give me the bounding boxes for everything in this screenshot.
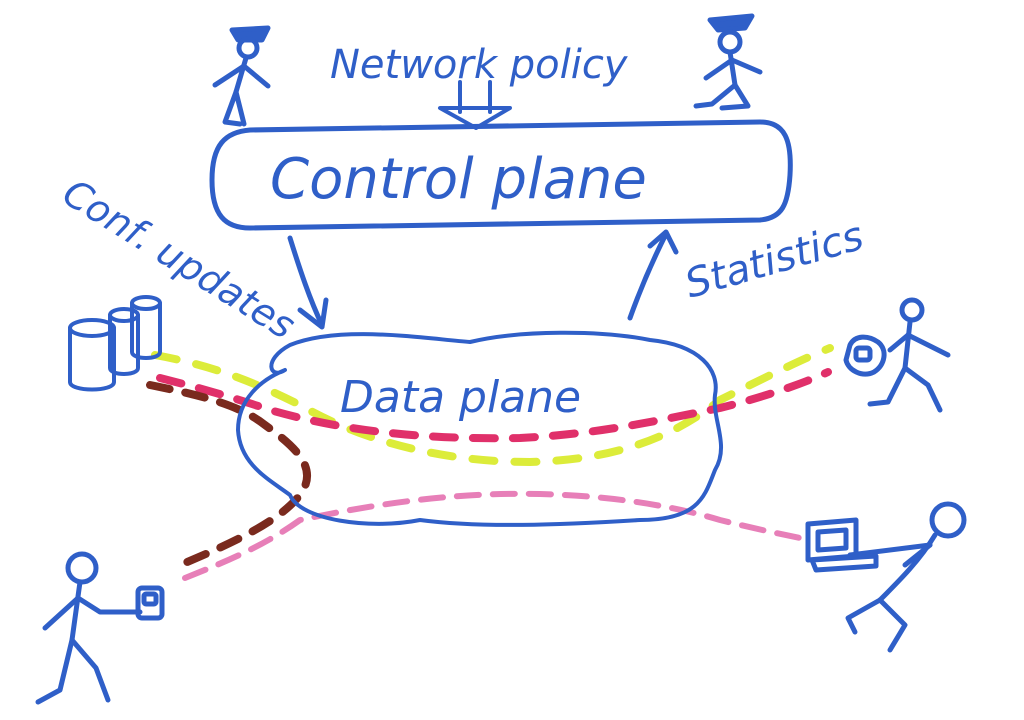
policy-arrows-icon (438, 80, 512, 130)
laptop-user-figure (805, 501, 967, 653)
network-policy-label: Network policy (330, 42, 629, 88)
conf-updates-arrow-icon (287, 235, 329, 330)
control-plane-box (209, 119, 793, 231)
brown-link (146, 381, 312, 569)
phone-user-figure (35, 551, 165, 705)
data-plane-cloud (236, 330, 724, 527)
handheld-user-figure (843, 297, 951, 413)
operator-right-figure (693, 13, 763, 111)
control-plane-label: Control plane (270, 147, 647, 212)
red-link (156, 368, 832, 443)
data-plane-label: Data plane (340, 372, 581, 423)
pink-link (182, 490, 813, 581)
statistics-label: Statistics (680, 213, 868, 308)
operator-left-figure (212, 25, 271, 127)
statistics-arrow-icon (627, 229, 679, 321)
yellow-link (151, 344, 834, 466)
server-stack-icon (68, 295, 162, 392)
